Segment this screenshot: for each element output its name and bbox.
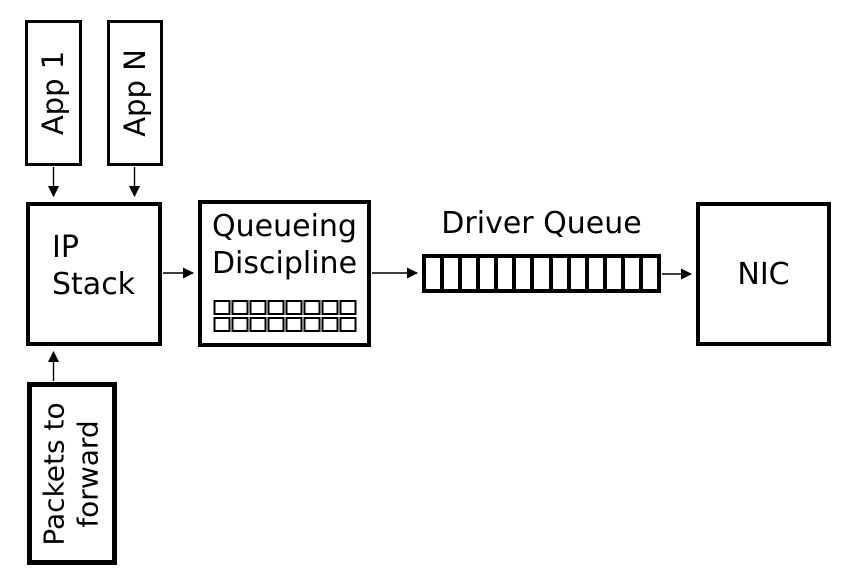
- node-queueing-discipline: Queueing Discipline: [198, 200, 371, 347]
- queue-cell: [552, 258, 571, 289]
- queue-cell: [231, 300, 248, 315]
- qdisc-buffer-row: [213, 317, 356, 332]
- node-app-n-label: App N: [118, 49, 153, 137]
- queue-cell: [444, 258, 463, 289]
- queue-cell: [231, 317, 248, 332]
- qdisc-buffer-row: [213, 300, 356, 315]
- queue-cell: [426, 258, 445, 289]
- queue-cell: [588, 258, 607, 289]
- queue-cell: [339, 317, 356, 332]
- queue-cell: [321, 317, 338, 332]
- qdisc-buffer-grid: [213, 300, 356, 332]
- node-packets-to-forward: Packets to forward: [27, 382, 117, 565]
- queue-cell: [267, 300, 284, 315]
- queue-cell: [249, 317, 266, 332]
- queue-cell: [213, 300, 230, 315]
- queue-cell: [303, 300, 320, 315]
- queue-cell: [534, 258, 553, 289]
- queue-cell: [606, 258, 625, 289]
- queue-cell: [213, 317, 230, 332]
- node-app1: App 1: [25, 20, 82, 166]
- qdisc-label-line2: Discipline: [211, 246, 358, 281]
- fwd-label-line1: Packets to: [38, 401, 72, 546]
- node-packets-to-forward-label: Packets to forward: [38, 402, 106, 545]
- queue-cell: [249, 300, 266, 315]
- node-nic: NIC: [696, 202, 831, 346]
- node-nic-label: NIC: [737, 256, 790, 292]
- driver-queue-label: Driver Queue: [441, 206, 642, 241]
- node-app1-label: App 1: [36, 50, 71, 136]
- node-queueing-discipline-label: Queueing Discipline: [202, 208, 367, 282]
- queue-cell: [303, 317, 320, 332]
- node-driver-queue: [422, 254, 661, 293]
- queue-cell: [642, 258, 658, 289]
- node-ip-stack-label-line1: IP: [52, 230, 79, 265]
- queue-cell: [321, 300, 338, 315]
- node-ip-stack: IP Stack: [26, 202, 162, 346]
- queue-cell: [285, 317, 302, 332]
- qdisc-label-line1: Queueing: [212, 209, 357, 244]
- queue-cell: [516, 258, 535, 289]
- fwd-label-line2: forward: [72, 419, 106, 528]
- queue-cell: [624, 258, 643, 289]
- queue-cell: [498, 258, 517, 289]
- queue-cell: [480, 258, 499, 289]
- node-ip-stack-label-line2: Stack: [52, 267, 136, 302]
- node-app-n: App N: [107, 20, 163, 166]
- queue-cell: [570, 258, 589, 289]
- queue-cell: [285, 300, 302, 315]
- queue-cell: [267, 317, 284, 332]
- queue-cell: [462, 258, 481, 289]
- queue-cell: [339, 300, 356, 315]
